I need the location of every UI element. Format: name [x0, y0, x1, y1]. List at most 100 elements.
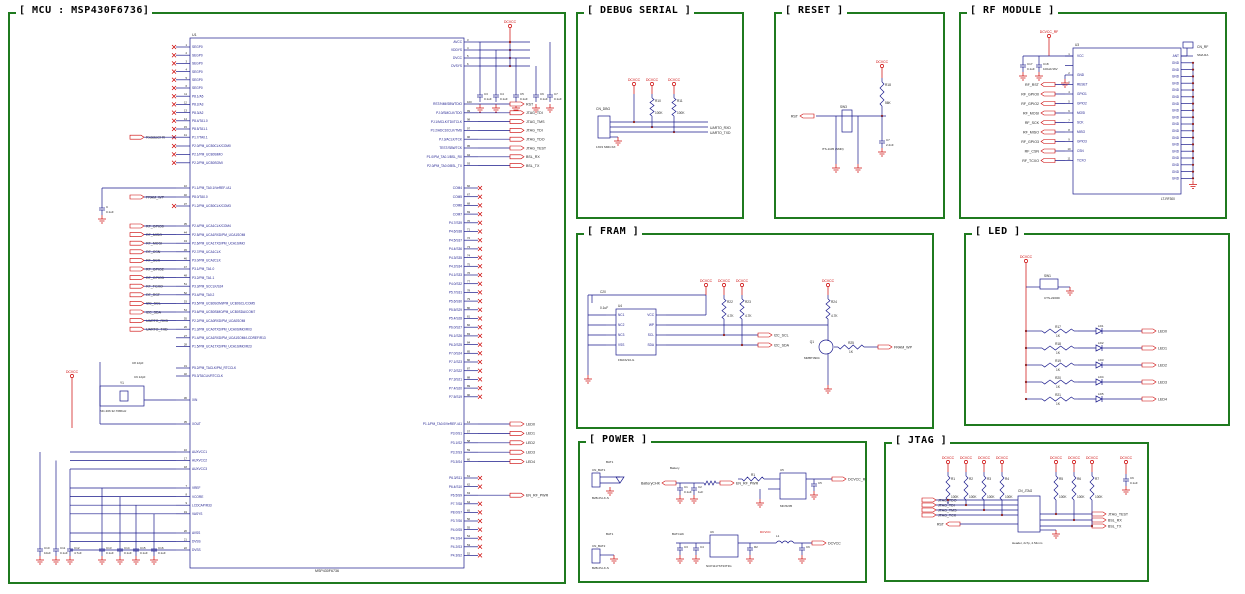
mcu-right-pin-number: 56 — [467, 517, 471, 521]
fram-panel-title: [ FRAM ] — [584, 226, 643, 237]
mcu-left-pin-number: 12 — [184, 100, 188, 104]
nc-mark — [477, 484, 483, 489]
mcu-right-pin-number: 60 — [467, 458, 471, 462]
mcu-left-pin-name: P8.0/TA0.0 — [192, 195, 208, 199]
nc-mark — [477, 510, 483, 515]
resistor-value: 1K — [1056, 368, 1061, 372]
cap-ref: C1 — [684, 485, 688, 489]
mcu-right-pin-number: 100 — [467, 100, 472, 104]
cap-ref: C6 — [1130, 476, 1134, 480]
rf-pin-name: SCK — [1077, 121, 1084, 125]
crystal-cap: C8 12pF — [132, 361, 144, 365]
net-port — [509, 440, 525, 446]
net-port — [1040, 139, 1056, 144]
led-diode — [1095, 361, 1103, 369]
resistor — [739, 298, 745, 320]
resistor-ref: R3 — [987, 477, 991, 481]
mcu-right-pin-name: P6.1/S26 — [449, 334, 462, 338]
rf-pin-name: GND — [1172, 75, 1180, 79]
rf-pin-number: 10 — [1067, 147, 1071, 151]
cap-ref: C2 — [698, 485, 702, 489]
nc-mark — [477, 351, 483, 356]
mcu-right-pin-number: 68 — [467, 201, 471, 205]
mcu-left-pin-number: 36 — [184, 396, 188, 400]
led-switch — [1039, 278, 1059, 290]
mcu-right-pin-name: P2.0/PM_TA0.0/BSL_TX — [427, 164, 463, 168]
power-part-ref: L1 — [776, 534, 780, 538]
rf-pin-name: RESET — [1077, 83, 1088, 87]
junction-dot — [508, 64, 512, 68]
antenna-ref: CN_RF — [1197, 45, 1208, 49]
cap-value: 0.1uF — [1130, 481, 1138, 485]
fram-pin-name: VSS — [618, 343, 624, 347]
mcu-right-pin-name: P1.1/PM_TA0.0/VeREF-/A1 — [423, 422, 462, 426]
mcu-right-pin-name: COM5 — [453, 195, 462, 199]
net-label: JTAG_TEST — [1108, 512, 1129, 516]
net-port — [129, 249, 145, 255]
mcu-right-pin-number: 74 — [467, 254, 471, 258]
led-diode — [1095, 327, 1103, 335]
resistor-ref: R18 — [885, 83, 891, 87]
mcu-right-pin-number: 71 — [467, 228, 471, 232]
mcu-right-pin-name: COM6 — [453, 204, 462, 208]
cap-value: 1uF — [698, 490, 703, 494]
nc-mark — [477, 333, 483, 339]
junction-dot — [1191, 163, 1195, 166]
mcu-panel-title: [ MCU : MSP430F6736] — [16, 5, 153, 16]
led-ref: LD3 — [1098, 358, 1104, 362]
crystal-cap: C9 12pF — [134, 375, 146, 379]
mcu-left-pin-number: 4 — [185, 68, 187, 72]
mcu-left-pin-name: P3.4/PM_TA0.2 — [192, 293, 214, 297]
net-port — [1040, 129, 1056, 135]
mcu-right-pin-name: P6.4/S10 — [449, 485, 462, 489]
fram-cap-ref: C20 — [600, 290, 606, 294]
resistor — [1041, 345, 1075, 351]
power-part-ref: BAT1 — [606, 532, 614, 536]
mcu-right-pin-number: 3 — [467, 38, 469, 42]
net-port — [921, 502, 937, 508]
mcu-right-pin-number: 83 — [467, 332, 471, 336]
rf-pin-name: GND — [1172, 61, 1180, 65]
junction-dot — [1000, 513, 1004, 517]
mcu-right-pin-name: P5.5/S29 — [449, 308, 462, 312]
mcu-right-pin-number: 76 — [467, 271, 471, 275]
antenna-connector — [1182, 41, 1194, 49]
mcu-left-pin-number: 37 — [184, 202, 188, 206]
net-label: JTAG_TEST — [526, 146, 547, 150]
vcc-label: DCVCC — [66, 370, 79, 374]
mcu-right-pin-number: 89 — [467, 384, 471, 388]
net-label: JTAG_TDI — [526, 129, 543, 133]
resistor-ref: R17 — [1055, 325, 1061, 329]
junction-dot — [1090, 524, 1094, 528]
transistor-ref: Q1 — [810, 340, 814, 344]
net-port — [129, 240, 145, 246]
mcu-left-pin-name: P1.1/PM_TA0.1/VeREF-/A1 — [192, 186, 231, 190]
net-label: FRAM_WP — [894, 345, 913, 349]
rf-pin-number: 4 — [1068, 90, 1070, 94]
nc-mark — [171, 77, 177, 83]
net-port — [129, 134, 145, 140]
cap-value: 0.1uF — [106, 551, 114, 555]
mcu-right-pin-name: P6.3/S11 — [449, 476, 462, 480]
cap-value: 0.1uF — [520, 97, 528, 101]
mcu-right-pin-number: 58 — [467, 439, 471, 443]
mcu-left-pin-name: P3.0/PM_UCA2CLK — [192, 259, 222, 263]
resistor — [879, 81, 885, 107]
net-label: UARTO_TXD — [710, 131, 731, 135]
net-label: RST — [526, 102, 534, 106]
rf-pin-name: GND — [1172, 88, 1180, 92]
resistor — [721, 298, 727, 320]
rf-pin-number: 9 — [1068, 138, 1070, 142]
mcu-right-pin-name: P7.0/S24 — [449, 352, 462, 356]
net-port — [757, 332, 773, 338]
net-port — [1040, 82, 1056, 87]
net-port — [831, 476, 847, 482]
net-port — [129, 318, 145, 323]
junction-dot — [964, 503, 968, 507]
fram-pin-name: SDA — [647, 343, 654, 347]
cap-value: 0.1uF — [500, 97, 508, 101]
nc-mark — [171, 160, 177, 166]
resistor-ref: R18 — [1055, 342, 1061, 346]
resistor — [741, 476, 765, 482]
cap-ref: C13 — [106, 546, 112, 550]
